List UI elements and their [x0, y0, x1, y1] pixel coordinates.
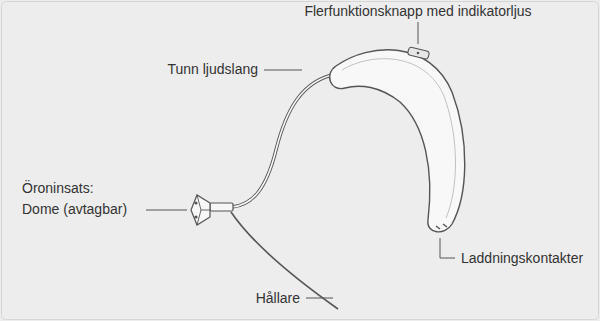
indicator-light	[417, 52, 420, 55]
dome-hole	[194, 215, 197, 218]
dome	[191, 195, 210, 225]
part-label: Öroninsats: Dome (avtagbar)	[22, 178, 132, 220]
tube-connector	[210, 203, 233, 211]
leader-line	[264, 70, 302, 71]
multifunction-button	[407, 47, 429, 60]
leader-line	[146, 210, 187, 211]
body-seam	[342, 59, 456, 218]
charging-contacts	[436, 224, 447, 229]
leader-line	[440, 238, 455, 258]
leader-line	[418, 22, 419, 44]
dome-detail	[197, 195, 210, 225]
retention-wire	[231, 212, 338, 309]
part-label: Laddningskontakter	[461, 248, 583, 269]
sound-tube-outline	[232, 74, 337, 207]
hearing-aid-body	[330, 50, 465, 232]
part-label: Tunn ljudslang	[167, 59, 258, 80]
leader-lines	[146, 22, 455, 298]
part-label: Flerfunktionsknapp med indikatorljus	[304, 1, 531, 22]
part-label: Hållare	[256, 288, 300, 309]
dome-hole	[194, 201, 197, 204]
sound-tube	[232, 74, 337, 207]
leader-line	[306, 298, 333, 299]
